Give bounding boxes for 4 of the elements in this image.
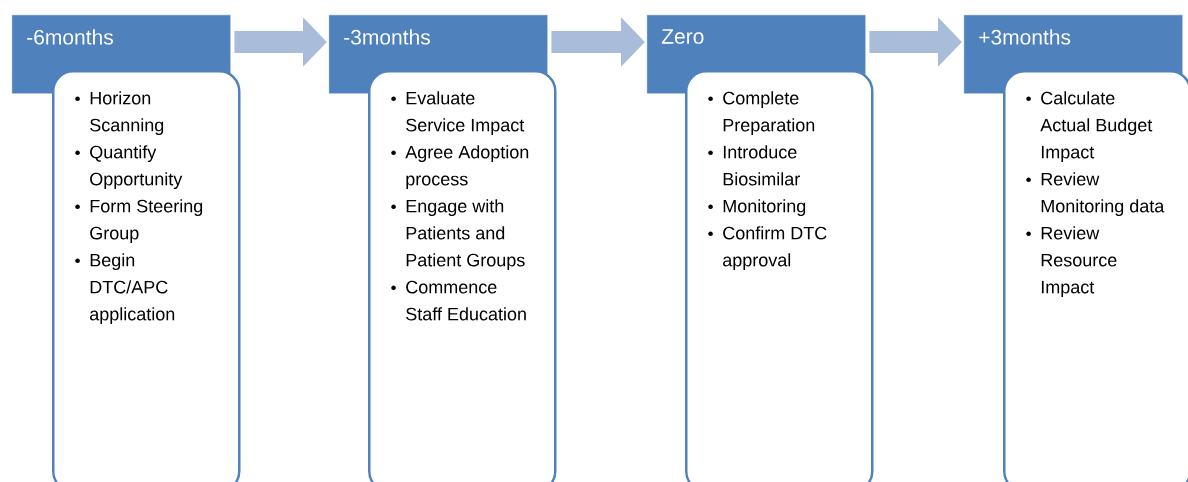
task-list-box: Horizon Scanning Quantify Opportunity Form Steering Group Begin DTC/APC application (52, 70, 241, 482)
task-list-box: Complete Preparation Introduce Biosimilar Monitoring Confirm DTC approval (685, 70, 874, 482)
task-list-box: Evaluate Service Impact Agree Adoption process Engage with Patients and Patient Groups Commence Staff Education (368, 70, 557, 482)
task-list-box: Calculate Actual Budget Impact Review Monitoring data Review Resource Impact (1003, 70, 1188, 482)
